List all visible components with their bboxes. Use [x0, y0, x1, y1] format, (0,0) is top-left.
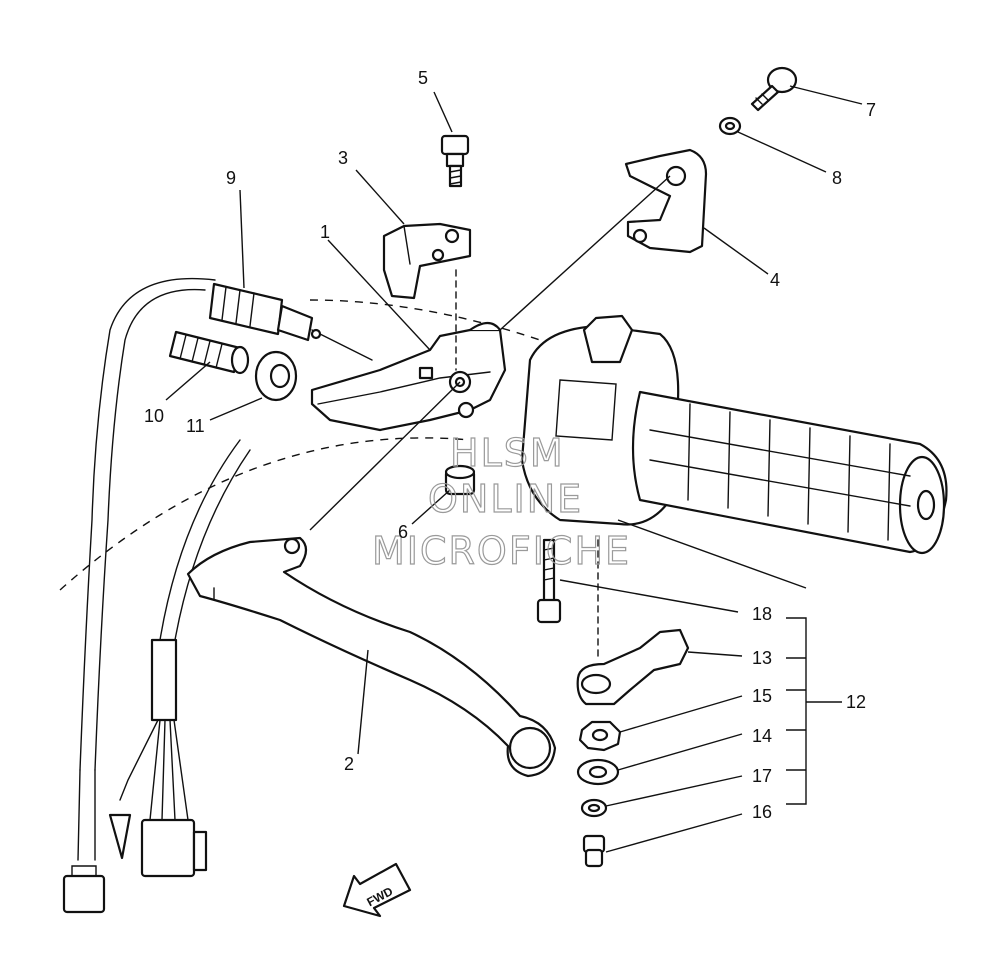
lever-holder	[310, 321, 507, 432]
plain-washer	[576, 758, 620, 786]
callout-12: 12	[846, 692, 866, 712]
callout-3: 3	[338, 148, 348, 168]
callout-5: 5	[418, 68, 428, 88]
callout-1: 1	[320, 222, 330, 242]
callout-8: 8	[832, 168, 842, 188]
callout-16: 16	[752, 802, 772, 822]
clamp-screw	[750, 66, 798, 112]
switch-wire-harness	[108, 439, 251, 878]
clutch-lever	[186, 536, 557, 778]
hex-nut	[578, 720, 622, 752]
watermark: HLSM ONLINE MICROFICHE	[371, 430, 631, 573]
callout-4: 4	[770, 270, 780, 290]
switch-cover	[382, 222, 472, 300]
lever-clamp	[624, 148, 708, 254]
clamp-washer	[718, 116, 742, 136]
callout-17: 17	[752, 766, 772, 786]
callout-labels: 1 2 3 4 5 6 7 8 9 10 11 12 13 14 15 16 1…	[144, 68, 876, 822]
cable-adjuster	[208, 282, 373, 361]
watermark-line3: MICROFICHE	[372, 529, 631, 573]
watermark-line2: ONLINE	[428, 477, 583, 521]
switch-lever	[576, 539, 690, 706]
handlebar-switch-and-grip	[520, 314, 948, 555]
callout-10: 10	[144, 406, 164, 426]
pivot-bolt	[440, 134, 470, 371]
callout-18: 18	[752, 604, 772, 624]
callout-11: 11	[186, 416, 205, 436]
callout-13: 13	[752, 648, 772, 668]
pivot-screw	[582, 834, 606, 868]
switch-screw	[536, 538, 562, 624]
handlebar-outline	[59, 299, 541, 591]
callout-7: 7	[866, 100, 876, 120]
spring-washer	[580, 798, 608, 818]
leader-lines	[165, 85, 863, 853]
adjuster-sleeve	[168, 330, 250, 375]
callout-9: 9	[226, 168, 236, 188]
clutch-cable	[62, 277, 216, 914]
collar	[444, 464, 476, 496]
callout-2: 2	[344, 754, 354, 774]
callout-6: 6	[398, 522, 408, 542]
forward-direction-arrow: FWD	[342, 862, 412, 918]
lock-nut	[254, 350, 298, 402]
watermark-line1: HLSM	[450, 431, 565, 475]
callout-15: 15	[752, 686, 772, 706]
callout-14: 14	[752, 726, 772, 746]
